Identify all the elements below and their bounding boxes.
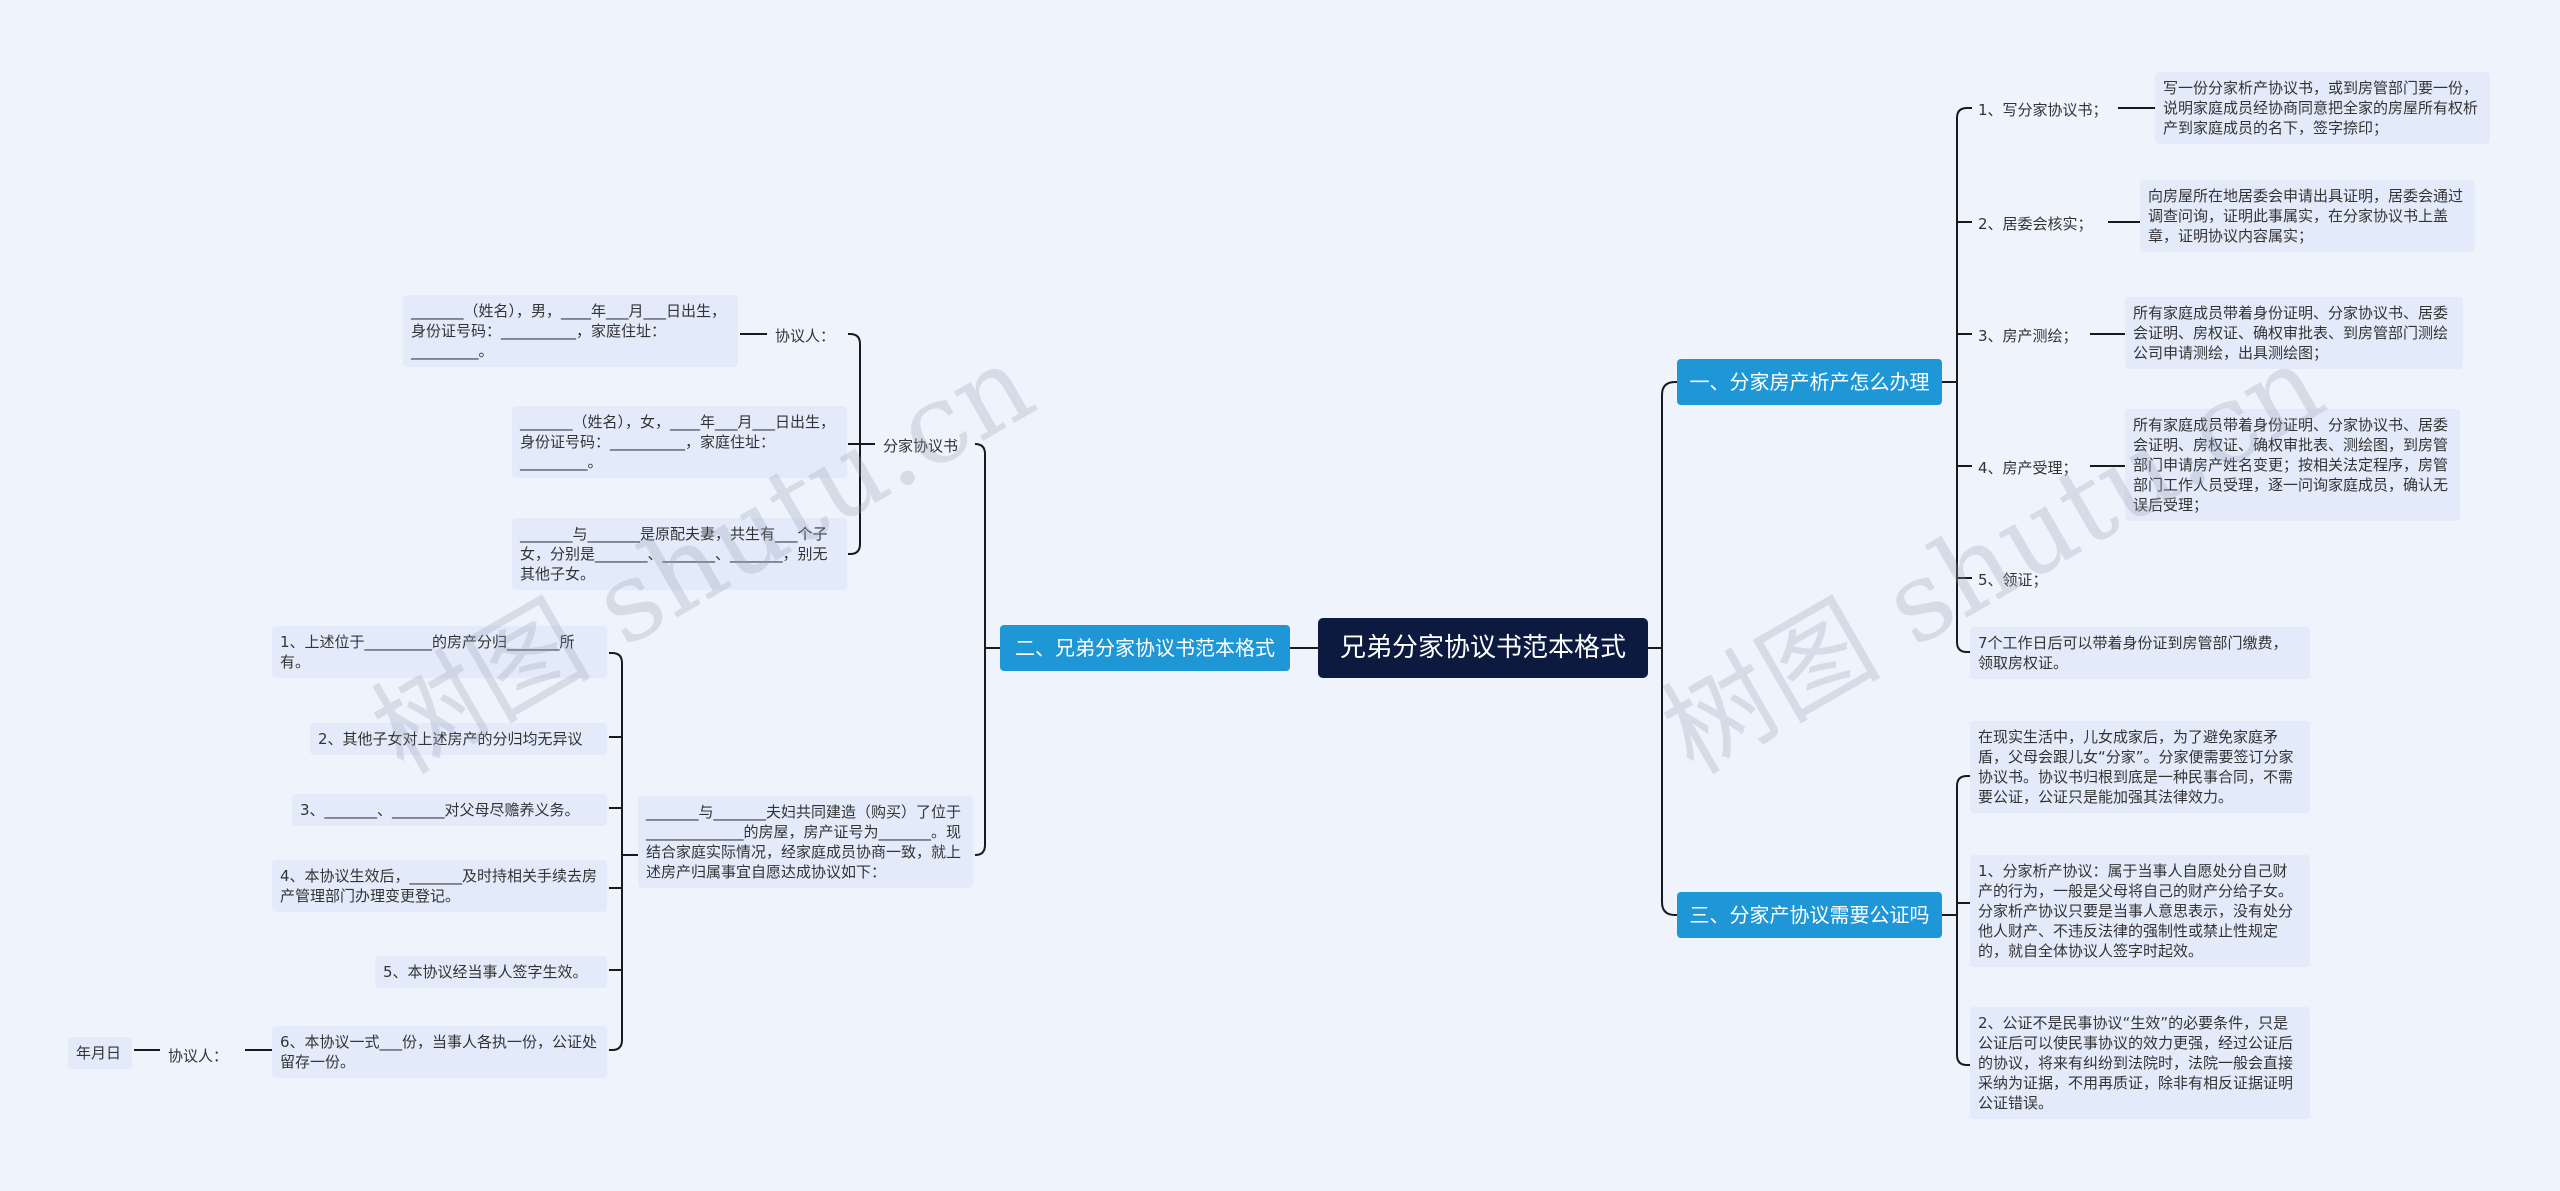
connector-line — [848, 333, 861, 345]
clause[interactable]: 3、_______、_______对父母尽赡养义务。 — [292, 794, 607, 826]
branch-notary[interactable]: 三、分家产协议需要公证吗 — [1677, 892, 1942, 938]
party-female[interactable]: _______（姓名），女，____年___月___日出生，身份证号码：____… — [512, 406, 847, 478]
notary-note[interactable]: 1、分家析产协议：属于当事人自愿处分自己财产的行为，一般是父母将自己的财产分给子… — [1970, 855, 2310, 967]
step-label[interactable]: 5、领证； — [1978, 571, 2048, 589]
step-label[interactable]: 1、写分家协议书； — [1978, 101, 2108, 119]
notary-note[interactable]: 在现实生活中，儿女成家后，为了避免家庭矛盾，父母会跟儿女“分家”。分家便需要签订… — [1970, 721, 2310, 813]
step-detail[interactable]: 所有家庭成员带着身份证明、分家协议书、居委会证明、房权证、确权审批表、到房管部门… — [2125, 297, 2463, 369]
notary-note[interactable]: 2、公证不是民事协议“生效”的必要条件，只是公证后可以使民事协议的效力更强，经过… — [1970, 1007, 2310, 1119]
couple-statement[interactable]: _______与_______是原配夫妻，共生有___个子女，分别是______… — [512, 518, 847, 590]
intro-statement[interactable]: _______与_______夫妇共同建造（购买）了位于____________… — [638, 796, 973, 888]
agreement-label[interactable]: 分家协议书 — [883, 437, 959, 455]
connector-line — [1661, 381, 1677, 648]
step-detail[interactable]: 向房屋所在地居委会申请出具证明，居委会通过调查问询，证明此事属实，在分家协议书上… — [2140, 180, 2475, 252]
step-label[interactable]: 2、居委会核实； — [1978, 215, 2093, 233]
clause[interactable]: 4、本协议生效后，_______及时持相关手续去房产管理部门办理变更登记。 — [272, 860, 607, 912]
connector-line — [1956, 775, 1972, 787]
party-label[interactable]: 协议人： — [775, 327, 836, 345]
step-detail[interactable]: 写一份分家析产协议书，或到房管部门要一份，说明家庭成员经协商同意把全家的房屋所有… — [2155, 72, 2490, 144]
branch-template[interactable]: 二、兄弟分家协议书范本格式 — [1000, 625, 1290, 671]
branch-process[interactable]: 一、分家房产析产怎么办理 — [1677, 359, 1942, 405]
step-label[interactable]: 3、房产测绘； — [1978, 327, 2078, 345]
connector-line — [848, 543, 861, 555]
connector-line — [609, 1039, 623, 1051]
connector-line — [974, 844, 986, 856]
connector-line — [974, 443, 986, 455]
clause[interactable]: 5、本协议经当事人签字生效。 — [375, 956, 607, 988]
clause[interactable]: 6、本协议一式___份，当事人各执一份，公证处留存一份。 — [272, 1026, 607, 1078]
date-label[interactable]: 年月日 — [68, 1037, 132, 1069]
connector-line — [1661, 648, 1677, 916]
connector-line — [609, 652, 623, 664]
connector-line — [1956, 107, 1972, 119]
step-detail[interactable]: 所有家庭成员带着身份证明、分家协议书、居委会证明、房权证、确权审批表、测绘图，到… — [2125, 409, 2460, 521]
connector-line — [1956, 1054, 1972, 1066]
root-node[interactable]: 兄弟分家协议书范本格式 — [1318, 618, 1648, 678]
clause[interactable]: 1、上述位于_________的房产分归_______所有。 — [272, 626, 607, 678]
party-male[interactable]: _______（姓名），男，____年___月___日出生，身份证号码：____… — [403, 295, 738, 367]
connector-line — [1956, 641, 1972, 653]
step-label[interactable]: 7个工作日后可以带着身份证到房管部门缴费，领取房权证。 — [1970, 627, 2310, 679]
clause[interactable]: 2、其他子女对上述房产的分归均无异议 — [310, 723, 607, 755]
signer-label[interactable]: 协议人： — [168, 1047, 229, 1065]
step-label[interactable]: 4、房产受理； — [1978, 459, 2078, 477]
